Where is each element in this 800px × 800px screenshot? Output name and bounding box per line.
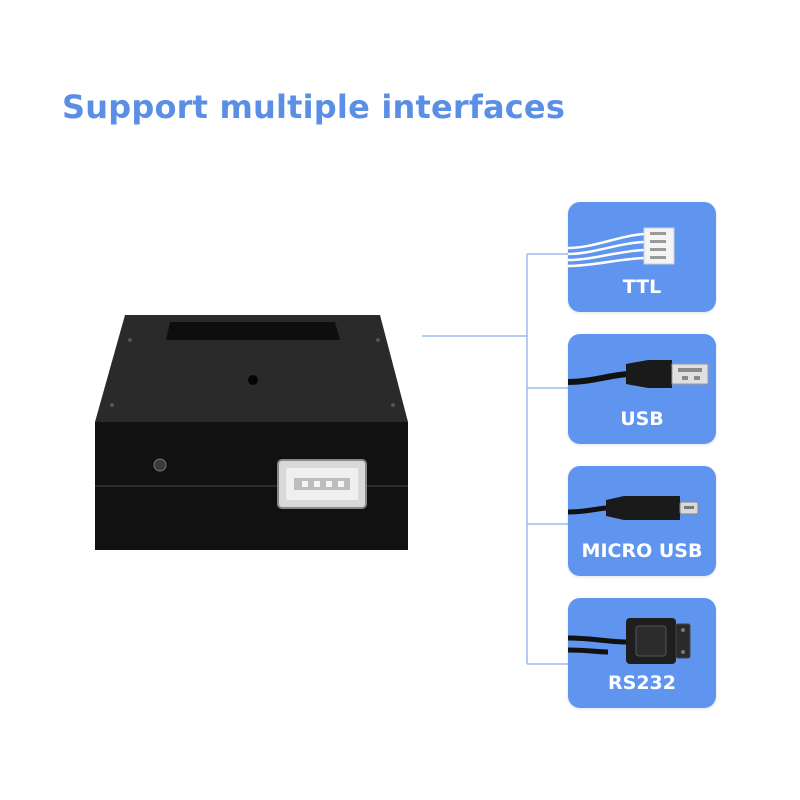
interface-label: TTL xyxy=(622,276,662,298)
interface-card-rs232: RS232 xyxy=(568,598,716,708)
interface-label: USB xyxy=(620,408,664,430)
page-title: Support multiple interfaces xyxy=(62,88,566,126)
interface-card-ttl: TTL xyxy=(568,202,716,312)
micro-usb-cable-icon xyxy=(568,496,699,520)
interface-card-usb: USB xyxy=(568,334,716,444)
rs232-cable-icon xyxy=(568,618,691,664)
scanner-module-device xyxy=(95,315,408,550)
interface-card-micro-usb: MICRO USB xyxy=(568,466,716,576)
interface-label: RS232 xyxy=(608,672,676,694)
usb-cable-icon xyxy=(568,360,709,388)
interface-label: MICRO USB xyxy=(581,540,703,562)
ttl-cable-icon xyxy=(568,227,675,268)
